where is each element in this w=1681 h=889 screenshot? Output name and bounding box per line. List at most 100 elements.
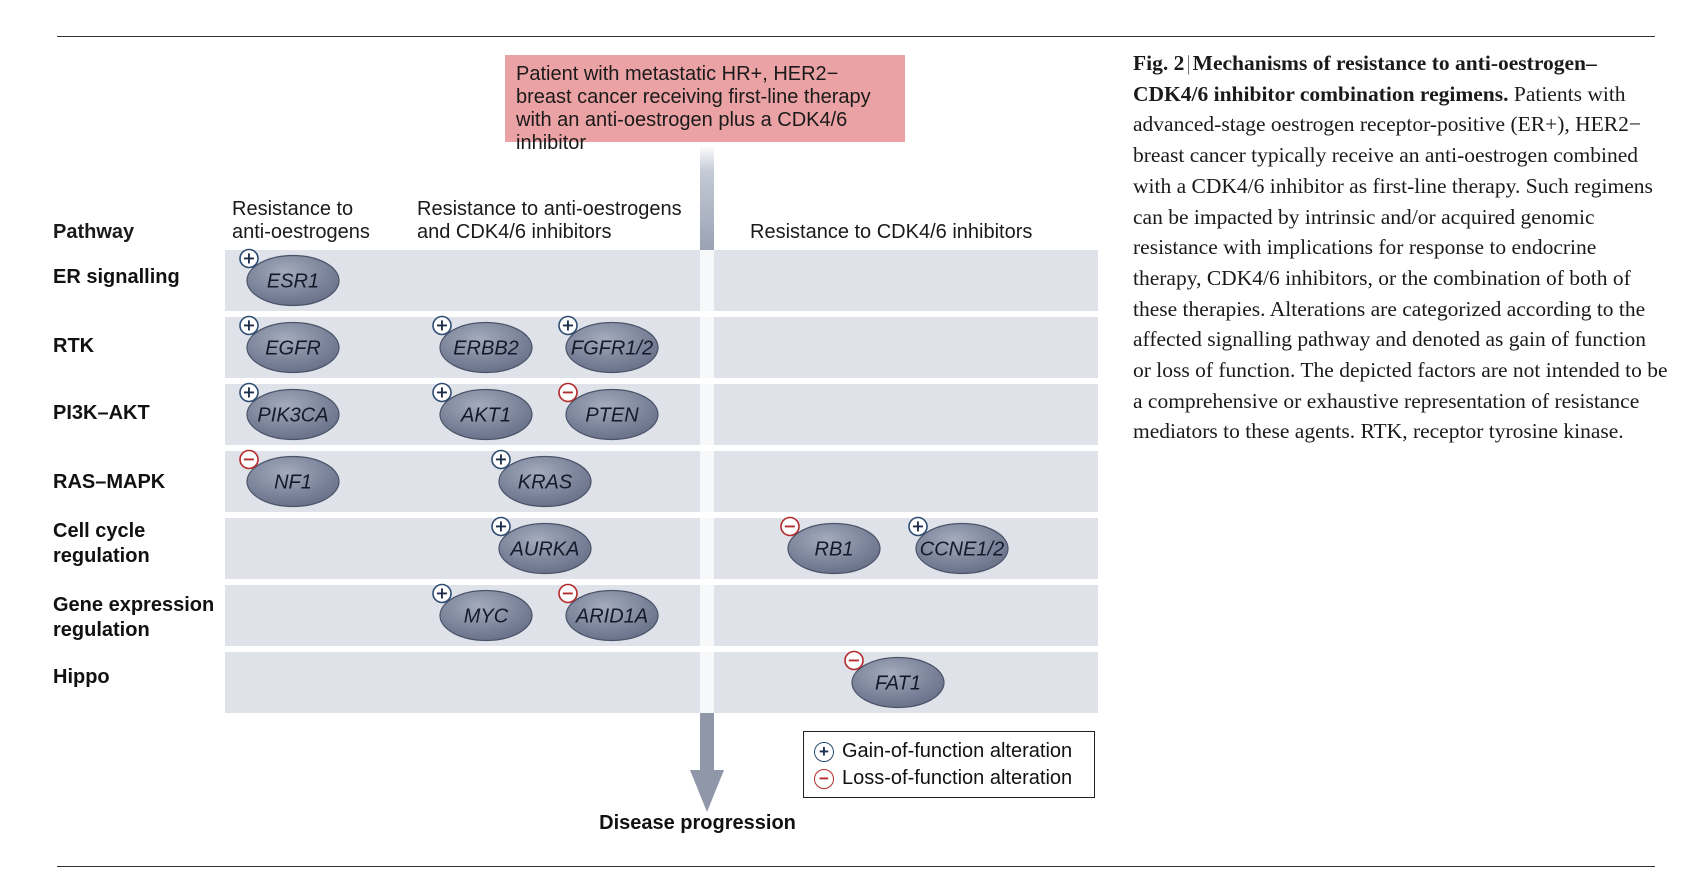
factor-pten: PTEN− [558,382,659,441]
progression-arrow [690,145,724,812]
legend-gain-row: + Gain-of-function alteration [814,738,1094,765]
factor-ellipse-arid1a [565,589,659,642]
legend-gain-label: Gain-of-function alteration [842,740,1073,762]
band-gene-expression-regulation [225,585,1098,646]
loss-icon: − [814,768,834,789]
factor-symbol-esr1: + [242,249,255,268]
factor-ellipse-fat1 [851,656,945,709]
factor-nf1: NF1− [239,449,340,508]
alteration-legend: + Gain-of-function alteration − Loss-of-… [803,731,1095,798]
gain-icon [908,516,928,537]
factor-pik3ca: PIK3CA+ [239,382,340,441]
factor-label-aurka: AURKA [510,539,580,561]
factor-esr1: ESR1 + [239,248,340,307]
row-label-cell-cycle: Cell cycle regulation [53,520,150,567]
pathway-bands [225,250,1098,713]
factor-aurka: AURKA+ [491,516,592,575]
factor-label-erbb2: ERBB2 [453,338,519,360]
factor-markers: ESR1+EGFR+ERBB2+FGFR1/2+PIK3CA+AKT1+PTEN… [239,248,1009,709]
factor-symbol-aurka: + [494,517,507,536]
top-rule [57,36,1655,37]
cdk-header: Resistance to CDK4/6 inhibitors [750,221,1033,243]
bottom-rule [57,866,1655,867]
factor-arid1a: ARID1A− [558,584,659,642]
factor-ellipse-fgfr1-2 [565,321,659,374]
caption-separator: | [1186,51,1191,75]
gain-icon [491,449,511,470]
factor-symbol-kras: + [494,450,507,469]
factor-symbol-rb1: − [783,517,796,536]
factor-label-ccne1-2: CCNE1/2 [920,539,1004,561]
loss-icon [780,516,800,537]
factor-ellipse-aurka [498,522,592,575]
band-ras-mapk [225,451,1098,512]
factor-label-myc: MYC [464,606,509,628]
factor-symbol-fgfr1-2: + [561,316,574,335]
figure-title: Mechanisms of resistance to anti-oestrog… [1133,51,1597,106]
factor-label-rb1: RB1 [815,539,854,561]
anti-oestrogen-header-line1: Resistance to [232,198,354,220]
arrow-shaft-top [700,145,714,250]
factor-ellipse-esr1 [246,254,340,307]
gain-icon [432,382,452,403]
factor-label-kras: KRAS [518,472,573,494]
band-rtk [225,317,1098,378]
row-label-er-signalling: ER signalling [53,266,180,288]
row-label-pi3k-akt: PI3K–AKT [53,402,150,424]
factor-symbol-akt1: + [435,383,448,402]
factor-ellipse-ccne1-2 [915,522,1009,575]
arrow-head [690,770,724,812]
factor-symbol-egfr: + [242,316,255,335]
gain-icon: + [814,741,834,762]
row-label-ras-mapk: RAS–MAPK [53,471,166,493]
figure-label: Fig. 2 [1133,51,1185,75]
factor-erbb2: ERBB2 + [432,315,533,374]
factor-ellipse-egfr [246,321,340,374]
factor-myc: MYC + [432,584,533,642]
factor-label-pik3ca: PIK3CA [257,405,328,427]
legend-loss-row: − Loss-of-function alteration [814,765,1094,792]
band-hippo [225,652,1098,713]
factor-label-nf1: NF1 [274,472,312,494]
factor-ellipse-kras [498,455,592,508]
factor-ellipse-pten [565,388,659,441]
factor-ellipse-pik3ca [246,388,340,441]
row-label-hippo: Hippo [53,666,110,688]
factor-kras: KRAS + [491,449,592,508]
factor-ellipse-myc [439,589,533,642]
factor-label-esr1: ESR1 [267,271,319,293]
factor-symbol-pik3ca: + [242,383,255,402]
gain-icon [239,248,259,269]
patient-description-box: Patient with metastatic HR+, HER2− breas… [505,55,905,154]
factor-symbol-fat1: − [847,651,860,670]
factor-ellipse-rb1 [787,522,881,575]
gain-icon [432,315,452,336]
factor-fat1: FAT1− [844,650,945,709]
loss-icon [844,650,864,671]
factor-label-pten: PTEN [585,405,639,427]
pathway-header: Pathway [53,221,135,243]
factor-ccne1-2: CCNE1/2+ [908,516,1009,575]
figure-caption: Fig. 2|Mechanisms of resistance to anti-… [1133,48,1668,447]
factor-label-arid1a: ARID1A [575,606,648,628]
row-label-gene-expression: Gene expression regulation [53,594,215,641]
combination-header-line2: and CDK4/6 inhibitors [417,221,612,243]
factor-label-fat1: FAT1 [875,673,921,695]
gain-icon [491,516,511,537]
factor-symbol-myc: + [435,584,448,603]
gain-icon [558,315,578,336]
legend-loss-label: Loss-of-function alteration [842,767,1073,789]
factor-symbol-erbb2: + [435,316,448,335]
factor-rb1: RB1− [780,516,881,575]
arrow-shaft-middle [700,250,714,713]
factor-symbol-pten: − [561,383,574,402]
factor-egfr: EGFR+ [239,316,340,374]
factor-symbol-arid1a: − [561,584,574,603]
factor-akt1: AKT1+ [432,382,533,441]
factor-symbol-nf1: − [242,450,255,469]
factor-label-fgfr1-2: FGFR1/2 [571,338,653,360]
factor-fgfr1-2: FGFR1/2 + [558,315,659,374]
gain-icon [239,382,259,403]
loss-icon [239,449,259,470]
loss-icon [558,382,578,403]
